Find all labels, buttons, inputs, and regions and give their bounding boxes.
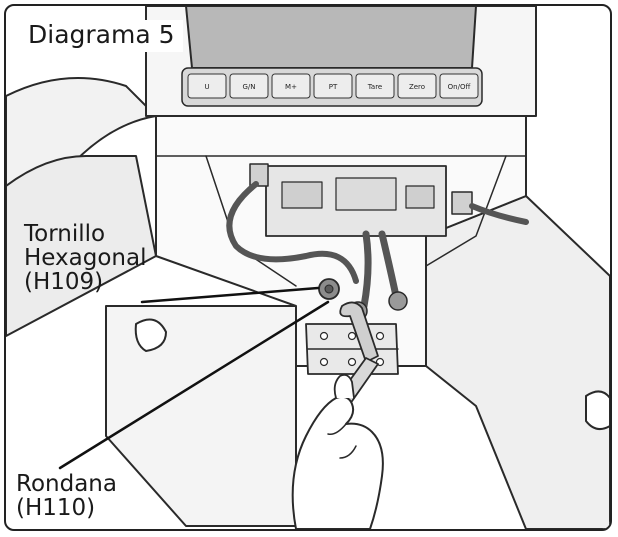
right-housing [425, 195, 610, 529]
callout-hex-screw: Tornillo Hexagonal (H109) [24, 221, 147, 296]
cable-right [469, 203, 529, 225]
hand [291, 395, 384, 529]
connector-right [388, 291, 408, 311]
screw-leader-line [140, 286, 320, 304]
keypad-key-6 [439, 73, 479, 99]
keypad-key-label-5: Zero [409, 83, 425, 91]
washer-leader-line [58, 300, 330, 470]
cable-left [226, 181, 359, 284]
keypad-key-label-1: G/N [242, 83, 255, 91]
keypad-key-label-2: M+ [285, 83, 297, 91]
keypad-key-label-4: Tare [367, 83, 382, 91]
keypad-key-label-6: On/Off [448, 83, 471, 91]
callout-hex-screw-line-3: (H109) [24, 269, 104, 296]
keypad-key-5 [397, 73, 437, 99]
callout-washer: Rondana (H110) [16, 472, 117, 520]
diagram-title: Diagrama 5 [22, 20, 183, 53]
callout-washer-line-2: (H110) [16, 495, 96, 522]
left-panel [6, 155, 157, 337]
left-mount-hole [134, 318, 167, 352]
diagram-frame: U G/N M+ PT Tare Zero On/Off [4, 4, 612, 531]
callout-hex-screw-line-1: Tornillo [24, 221, 106, 247]
callout-hex-screw-line-2: Hexagonal [24, 245, 147, 272]
cable-center-a [360, 230, 372, 310]
callout-washer-line-1: Rondana [16, 471, 117, 497]
wrench-head [339, 301, 379, 363]
scale-assembly-illustration: U G/N M+ PT Tare Zero On/Off [6, 6, 610, 529]
keypad-key-1 [229, 73, 269, 99]
keypad-buttons: U G/N M+ PT Tare Zero On/Off [187, 73, 479, 99]
keypad-key-4 [355, 73, 395, 99]
keypad-key-3 [313, 73, 353, 99]
lower-left-platform [105, 305, 297, 527]
keypad-key-label-0: U [204, 83, 209, 91]
left-cable-gland [249, 163, 269, 187]
right-cable-gland [451, 191, 473, 215]
keypad-key-2 [271, 73, 311, 99]
lcd-screen [185, 6, 477, 69]
right-mount-hole [585, 390, 610, 431]
cable-center-b [378, 230, 400, 300]
keypad-key-label-3: PT [329, 83, 338, 91]
keypad-key-0 [187, 73, 227, 99]
